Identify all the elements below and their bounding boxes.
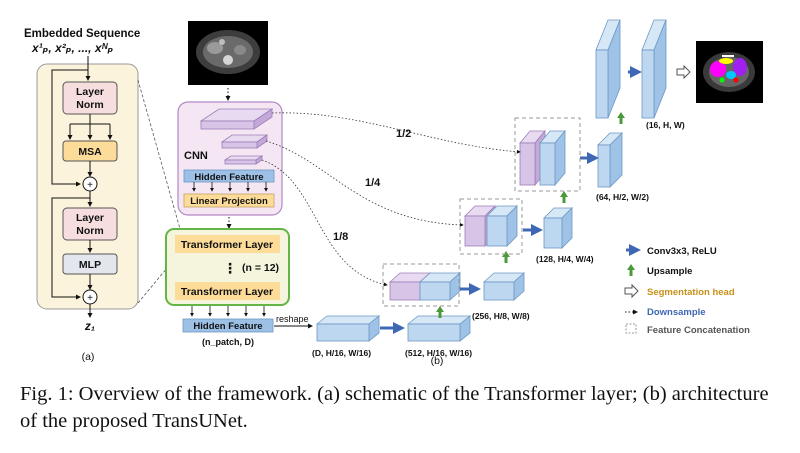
legend-upsample-label: Upsample [647, 266, 692, 277]
skip-label-eighth: 1/8 [333, 231, 348, 243]
dim-label-16: (16, H, W) [646, 120, 685, 130]
concat-box-3 [514, 117, 581, 192]
concat-box-1 [382, 263, 460, 307]
embedded-sequence-title: Embedded Sequence [24, 28, 140, 40]
dim-label-128: (128, H/4, W/4) [536, 254, 594, 264]
legend-concat-icon [625, 323, 637, 334]
cube-256-h8 [482, 272, 526, 301]
ct-input-image [188, 21, 268, 85]
legend: Conv3x3, ReLU Upsample Segmentation head… [624, 244, 750, 336]
cube-16-h [641, 19, 667, 119]
cube-64-h2 [597, 132, 623, 188]
transformer-output-arrows [190, 306, 266, 317]
cnn-hidden-feature-box [183, 169, 275, 183]
legend-concat-label: Feature Concatenation [647, 325, 750, 336]
dim-label-d: (D, H/16, W/16) [312, 348, 371, 358]
mlp-label: MLP [79, 259, 101, 271]
hidden-feature-label: Hidden Feature [193, 321, 262, 332]
figure-caption: Fig. 1: Overview of the framework. (a) s… [20, 383, 769, 432]
upsample-arrows [436, 112, 625, 318]
dim-label-256: (256, H/8, W/8) [472, 311, 530, 321]
cube-up-h4 [486, 205, 518, 247]
panel-b-label: (b) [431, 355, 444, 367]
panel-a: Embedded Sequence x¹ₚ, x²ₚ, ..., xᴺₚ Lay… [24, 28, 183, 363]
skip-connection-half [271, 112, 521, 154]
transformer-layer-top-box [175, 235, 280, 253]
add-node-2-label: + [87, 293, 93, 304]
cnn-feature-map-3 [223, 155, 264, 165]
cnn-feature-map-2 [220, 134, 269, 149]
legend-seg-head-label: Segmentation head [647, 287, 735, 298]
layer-norm-2-line1: Layer [76, 212, 104, 224]
linear-projection-label: Linear Projection [190, 196, 268, 207]
cnn-feature-map-1 [199, 108, 274, 130]
add-node-1-label: + [87, 180, 93, 191]
cube-up-h [595, 19, 621, 119]
dim-label-512: (512, H/16, W/16) [405, 348, 472, 358]
layer-norm-1-line1: Layer [76, 86, 104, 98]
transformer-layer-bottom-label: Transformer Layer [181, 286, 273, 298]
embedded-sequence-formula: x¹ₚ, x²ₚ, ..., xᴺₚ [31, 41, 113, 55]
linear-projection-box [183, 193, 275, 208]
cube-128-h4 [543, 207, 573, 249]
msa-label: MSA [78, 146, 102, 158]
cube-up-h2 [539, 129, 566, 187]
layer-norm-1-line2: Norm [76, 99, 103, 111]
legend-conv-label: Conv3x3, ReLU [647, 246, 717, 257]
cnn-label: CNN [184, 150, 208, 162]
cube-d-h16 [315, 315, 381, 342]
transformer-layer-bottom-box [175, 282, 280, 300]
skip-label-half: 1/2 [396, 128, 411, 140]
segmentation-head-arrow [676, 64, 691, 80]
n-patch-dim-label: (n_patch, D) [202, 337, 254, 347]
legend-downsample-label: Downsample [647, 307, 706, 318]
skip-label-quarter: 1/4 [365, 177, 381, 189]
reshape-label: reshape [276, 314, 309, 324]
skip-connection-eighth [261, 159, 388, 287]
layer-norm-2-line2: Norm [76, 225, 103, 237]
panel-b: CNN Hidden Feature Linear Projection Tra… [165, 19, 763, 367]
legend-upsample-icon [627, 264, 635, 276]
concat-box-2 [459, 198, 523, 255]
output-z1: z₁ [84, 319, 95, 333]
transformer-layer-top-label: Transformer Layer [181, 239, 273, 251]
cnn-hidden-feature-label: Hidden Feature [194, 172, 263, 183]
dim-label-64: (64, H/2, W/2) [596, 192, 649, 202]
cube-up-h8 [418, 272, 462, 301]
legend-seg-head-icon [624, 283, 639, 299]
hidden-feature-box [182, 318, 274, 333]
segmentation-output-image [696, 41, 763, 103]
cnn-projection-arrows [192, 182, 268, 192]
cube-512-h16 [406, 315, 472, 342]
transformer-vdots: ⋮ [223, 260, 237, 276]
transformer-layer-count: (n = 12) [242, 262, 279, 274]
panel-a-label: (a) [82, 351, 95, 363]
feature-cubes [315, 19, 667, 342]
